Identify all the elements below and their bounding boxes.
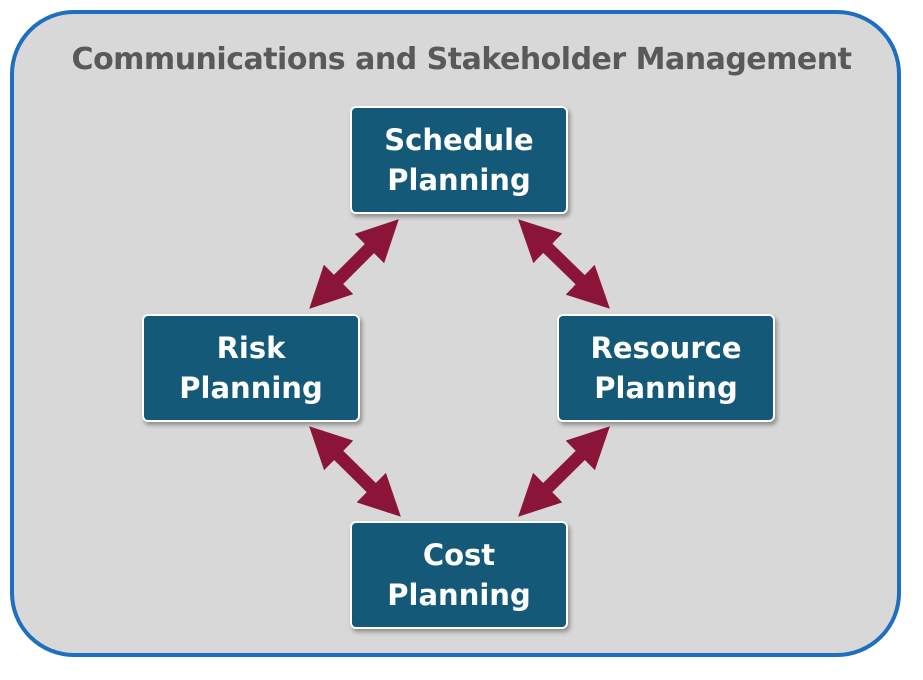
node-label-line1: Resource xyxy=(590,331,742,365)
node-label-line2: Planning xyxy=(387,163,531,197)
arrow-schedule-resource xyxy=(518,219,610,309)
node-label-line1: Cost xyxy=(422,538,496,572)
diagram-title: Communications and Stakeholder Managemen… xyxy=(71,42,852,77)
arrow-schedule-risk xyxy=(309,219,399,309)
node-label-line1: Risk xyxy=(216,331,286,365)
node-label-line2: Planning xyxy=(387,578,531,612)
node-label-line2: Planning xyxy=(594,371,738,405)
node-schedule-planning: Schedule Planning xyxy=(350,106,568,214)
arrow-resource-cost xyxy=(518,426,610,517)
arrow-risk-cost xyxy=(309,426,401,517)
node-cost-planning: Cost Planning xyxy=(350,521,568,629)
node-risk-planning: Risk Planning xyxy=(142,314,360,422)
node-resource-planning: Resource Planning xyxy=(557,314,775,422)
node-label-line1: Schedule xyxy=(384,123,534,157)
node-label-line2: Planning xyxy=(179,371,323,405)
